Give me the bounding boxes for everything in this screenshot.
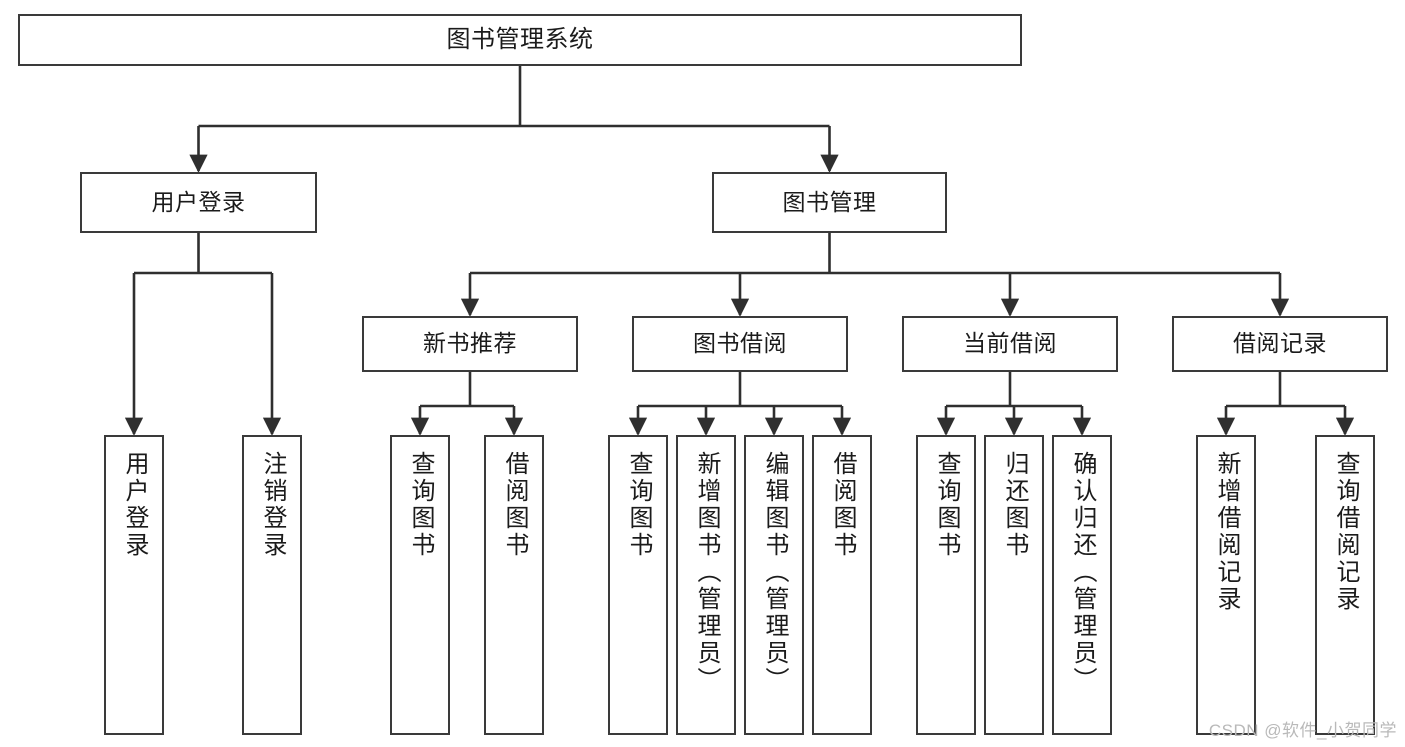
node-user-login[interactable]: 用户登录 — [80, 172, 317, 233]
watermark-label: CSDN @软件_小贺同学 — [1208, 721, 1397, 740]
node-label: 图书管理系统 — [446, 25, 594, 53]
node-leaf-query-book-1[interactable]: 查询图书 — [390, 435, 450, 735]
node-label: 图书管理 — [782, 188, 877, 215]
node-leaf-return-book[interactable]: 归还图书 — [984, 435, 1044, 735]
node-label: 新增借阅记录 — [1213, 451, 1240, 613]
node-leaf-user-login[interactable]: 用户登录 — [104, 435, 164, 735]
node-label: 借阅图书 — [829, 451, 856, 559]
node-label: 图书借阅 — [693, 330, 787, 357]
node-new-book-recommend[interactable]: 新书推荐 — [362, 316, 578, 372]
node-label: 确认归还（管理员） — [1069, 451, 1096, 694]
node-label: 查询图书 — [625, 451, 652, 559]
node-leaf-add-record[interactable]: 新增借阅记录 — [1196, 435, 1256, 735]
node-current-borrow[interactable]: 当前借阅 — [902, 316, 1118, 372]
node-leaf-borrow-book-1[interactable]: 借阅图书 — [484, 435, 544, 735]
node-book-manage[interactable]: 图书管理 — [712, 172, 947, 233]
node-label: 当前借阅 — [963, 330, 1057, 357]
node-label: 注销登录 — [259, 451, 286, 559]
node-leaf-query-book-2[interactable]: 查询图书 — [608, 435, 668, 735]
node-label: 借阅图书 — [501, 451, 528, 559]
node-leaf-add-book[interactable]: 新增图书（管理员） — [676, 435, 736, 735]
node-leaf-user-logout[interactable]: 注销登录 — [242, 435, 302, 735]
node-root[interactable]: 图书管理系统 — [18, 14, 1022, 66]
node-book-borrow[interactable]: 图书借阅 — [632, 316, 848, 372]
node-label: 借阅记录 — [1233, 330, 1327, 357]
node-borrow-record[interactable]: 借阅记录 — [1172, 316, 1388, 372]
node-leaf-borrow-book-2[interactable]: 借阅图书 — [812, 435, 872, 735]
node-label: 用户登录 — [151, 188, 246, 215]
node-leaf-query-record[interactable]: 查询借阅记录 — [1315, 435, 1375, 735]
node-label: 归还图书 — [1001, 451, 1028, 559]
node-leaf-query-book-3[interactable]: 查询图书 — [916, 435, 976, 735]
node-label: 用户登录 — [121, 451, 148, 559]
node-label: 编辑图书（管理员） — [761, 451, 788, 694]
node-leaf-edit-book[interactable]: 编辑图书（管理员） — [744, 435, 804, 735]
node-label: 查询图书 — [933, 451, 960, 559]
node-label: 新增图书（管理员） — [693, 451, 720, 694]
node-leaf-confirm-return[interactable]: 确认归还（管理员） — [1052, 435, 1112, 735]
node-label: 查询借阅记录 — [1332, 451, 1359, 613]
node-label: 新书推荐 — [423, 330, 517, 357]
node-label: 查询图书 — [407, 451, 434, 559]
